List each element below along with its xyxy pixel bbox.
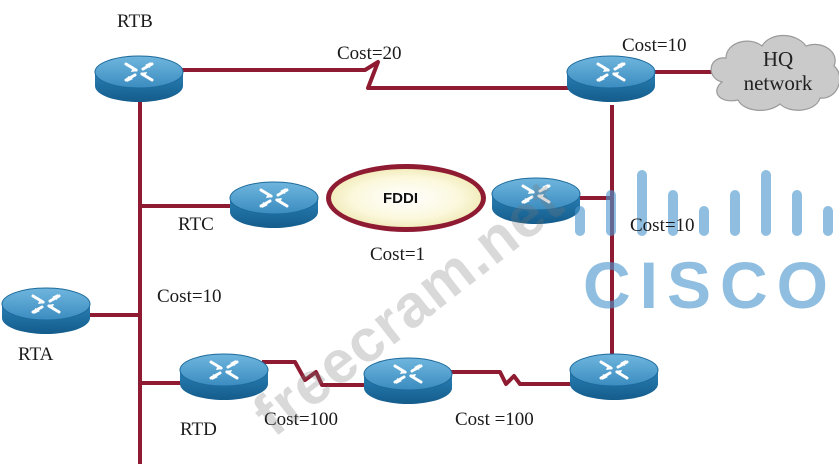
label-fddi: FDDI: [383, 190, 418, 207]
cisco-logo-bars: [575, 170, 833, 236]
label-cost-rtd-mid: Cost=100: [264, 409, 339, 430]
label-cost-fddi: Cost=1: [370, 244, 426, 265]
link-mid-right: [440, 370, 580, 386]
label-rta: RTA: [18, 344, 54, 365]
link-rtd-mid: [262, 360, 368, 387]
label-cost-right-vertical: Cost=10: [630, 215, 695, 236]
label-rtb: RTB: [117, 11, 153, 32]
label-hq-line1: HQ: [762, 47, 794, 71]
fddi-ring: [326, 164, 486, 232]
router-rtc: [228, 180, 320, 230]
router-bottom-right: [568, 352, 660, 402]
router-rtb: [93, 54, 185, 104]
link-rtb-hq: [170, 60, 575, 90]
label-rtc: RTC: [178, 214, 214, 235]
label-cost-hq-link: Cost=10: [622, 35, 687, 56]
label-hq-line2: network: [743, 71, 813, 95]
label-rtd: RTD: [180, 419, 217, 440]
label-cost-mid-right: Cost =100: [455, 409, 534, 430]
router-hq: [565, 54, 657, 104]
label-cost-rtb-hq: Cost=20: [337, 43, 402, 64]
router-rta: [0, 286, 92, 336]
hq-cloud: [710, 34, 839, 111]
cisco-logo-word: CISCO: [583, 248, 838, 322]
label-cost-left-vertical: Cost=10: [157, 286, 222, 307]
link-lines: [80, 60, 720, 464]
